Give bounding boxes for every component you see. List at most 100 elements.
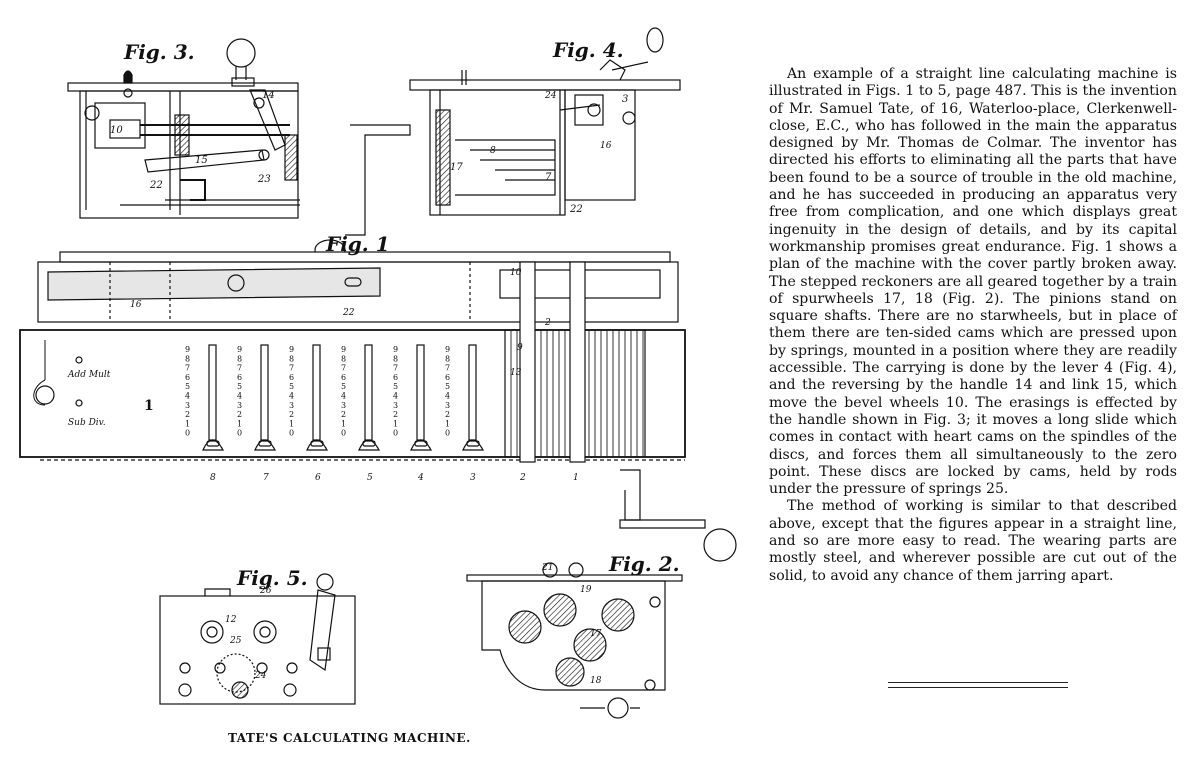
fig1-digit: 5	[393, 382, 398, 391]
fig1-digit: 8	[445, 354, 450, 363]
fig1-knob	[358, 439, 381, 451]
end-rule-top	[888, 682, 1068, 683]
fig4-label-7: 7	[545, 172, 552, 183]
article-paragraph-1: An example of a straight line calculatin…	[769, 66, 1177, 498]
fig1-digit: 4	[445, 392, 450, 401]
fig1-digit: 0	[185, 429, 190, 438]
fig1-digit: 4	[393, 392, 398, 401]
fig1-knob-marker	[310, 440, 324, 447]
fig5-label-12: 12	[225, 615, 237, 625]
fig1-digit: 7	[393, 364, 398, 373]
fig1-digit-columns: 9876543210987654321098765432109876543210…	[185, 344, 579, 483]
fig1-digit: 5	[289, 382, 294, 391]
fig1-knob	[254, 439, 277, 451]
fig1-column-number: 8	[210, 473, 216, 483]
fig1-knob	[462, 439, 485, 451]
fig1-digit: 9	[393, 345, 398, 354]
fig1-label-16: 16	[130, 300, 142, 310]
fig1-slot	[312, 344, 321, 441]
fig1-column-number: 2	[519, 473, 526, 483]
fig1-label-9: 9	[517, 343, 523, 353]
article-text: An example of a straight line calculatin…	[769, 66, 1177, 585]
fig3-label-10: 10	[110, 125, 123, 136]
fig1-digit: 2	[237, 410, 242, 419]
fig1-digit: 4	[289, 392, 294, 401]
fig1-digit: 9	[341, 345, 346, 354]
fig1-digit: 7	[341, 364, 346, 373]
fig5-label-25: 25	[229, 636, 242, 646]
fig1-column-number: 6	[315, 473, 321, 483]
fig1-column-number: 7	[263, 473, 269, 483]
fig1-digit: 7	[289, 364, 294, 373]
fig1-label-13: 13	[510, 368, 522, 378]
fig4-title: Fig. 4.	[553, 38, 624, 62]
article-paragraph-2: The method of working is similar to that…	[769, 498, 1177, 584]
fig1-digit: 3	[185, 401, 190, 410]
fig5-drawing: 12 25 26 24	[159, 573, 356, 705]
fig4-label-16: 16	[600, 141, 612, 151]
fig1-label-10: 10	[510, 268, 522, 278]
fig3-title: Fig. 3.	[124, 40, 195, 64]
fig1-digit: 3	[289, 401, 294, 410]
fig1-digit: 6	[341, 373, 346, 382]
fig1-knob-marker	[414, 440, 428, 447]
fig1-slot	[364, 344, 373, 441]
fig1-digit: 1	[289, 419, 294, 428]
fig1-digit: 8	[393, 354, 398, 363]
fig2-label-19: 19	[580, 585, 592, 595]
fig1-digit: 0	[445, 429, 450, 438]
fig1-slot	[260, 344, 269, 441]
fig1-label-2: 2	[544, 318, 551, 328]
fig1-knob-marker	[466, 440, 480, 447]
fig1-digit: 8	[341, 354, 346, 363]
fig1-drawing: Add Mult Sub Div. 1 9 13 2 10 22 16	[19, 251, 737, 562]
fig1-digit: 5	[237, 382, 242, 391]
fig1-knob	[306, 439, 329, 451]
fig4-label-17: 17	[450, 162, 463, 173]
fig1-digit: 5	[341, 382, 346, 391]
fig1-digit: 3	[237, 401, 242, 410]
fig1-knob	[202, 439, 225, 451]
fig1-slot	[416, 344, 425, 441]
fig1-digit: 0	[289, 429, 294, 438]
fig1-digit: 1	[393, 419, 398, 428]
fig1-digit: 1	[185, 419, 190, 428]
fig2-label-21: 21	[541, 563, 553, 573]
fig4-label-3: 3	[622, 94, 628, 105]
fig1-digit: 8	[289, 354, 294, 363]
fig1-digit: 1	[237, 419, 242, 428]
fig1-label-22: 22	[342, 308, 355, 318]
fig1-digit: 4	[341, 392, 346, 401]
fig1-digit: 8	[237, 354, 242, 363]
fig1-knob-marker	[258, 440, 272, 447]
fig1-digit: 4	[237, 392, 242, 401]
fig4-drawing: 24 3 16 8 17 7 22	[314, 27, 681, 261]
fig1-knob	[410, 439, 433, 451]
fig1-digit: 7	[237, 364, 242, 373]
fig2-drawing: 21 19 17 18	[466, 562, 683, 719]
fig1-digit: 3	[341, 401, 346, 410]
fig1-digit: 0	[341, 429, 346, 438]
fig1-column-number: 4	[417, 473, 424, 483]
fig3-drawing: 10 14 15 22 23	[67, 38, 300, 219]
fig1-digit: 6	[237, 373, 242, 382]
fig1-number-1: 1	[144, 398, 154, 414]
end-rule-bottom	[888, 687, 1068, 688]
fig5-title: Fig. 5.	[237, 566, 308, 590]
fig1-column-number: 5	[367, 473, 373, 483]
fig1-digit: 9	[289, 345, 294, 354]
fig1-digit: 9	[237, 345, 242, 354]
fig1-slot	[208, 344, 217, 441]
fig1-digit: 6	[185, 373, 190, 382]
fig4-label-22: 22	[569, 204, 583, 215]
fig1-digit: 9	[185, 345, 190, 354]
fig1-digit: 3	[393, 401, 398, 410]
fig4-label-24: 24	[544, 91, 557, 101]
fig2-label-18: 18	[590, 676, 602, 686]
fig1-knob-marker	[362, 440, 376, 447]
fig1-digit: 2	[445, 410, 450, 419]
fig1-digit: 1	[341, 419, 346, 428]
figure-caption: TATE'S CALCULATING MACHINE.	[228, 731, 471, 745]
figures-panel: 10 14 15 22 23 24 3	[19, 27, 737, 745]
fig4-label-8: 8	[490, 146, 496, 156]
